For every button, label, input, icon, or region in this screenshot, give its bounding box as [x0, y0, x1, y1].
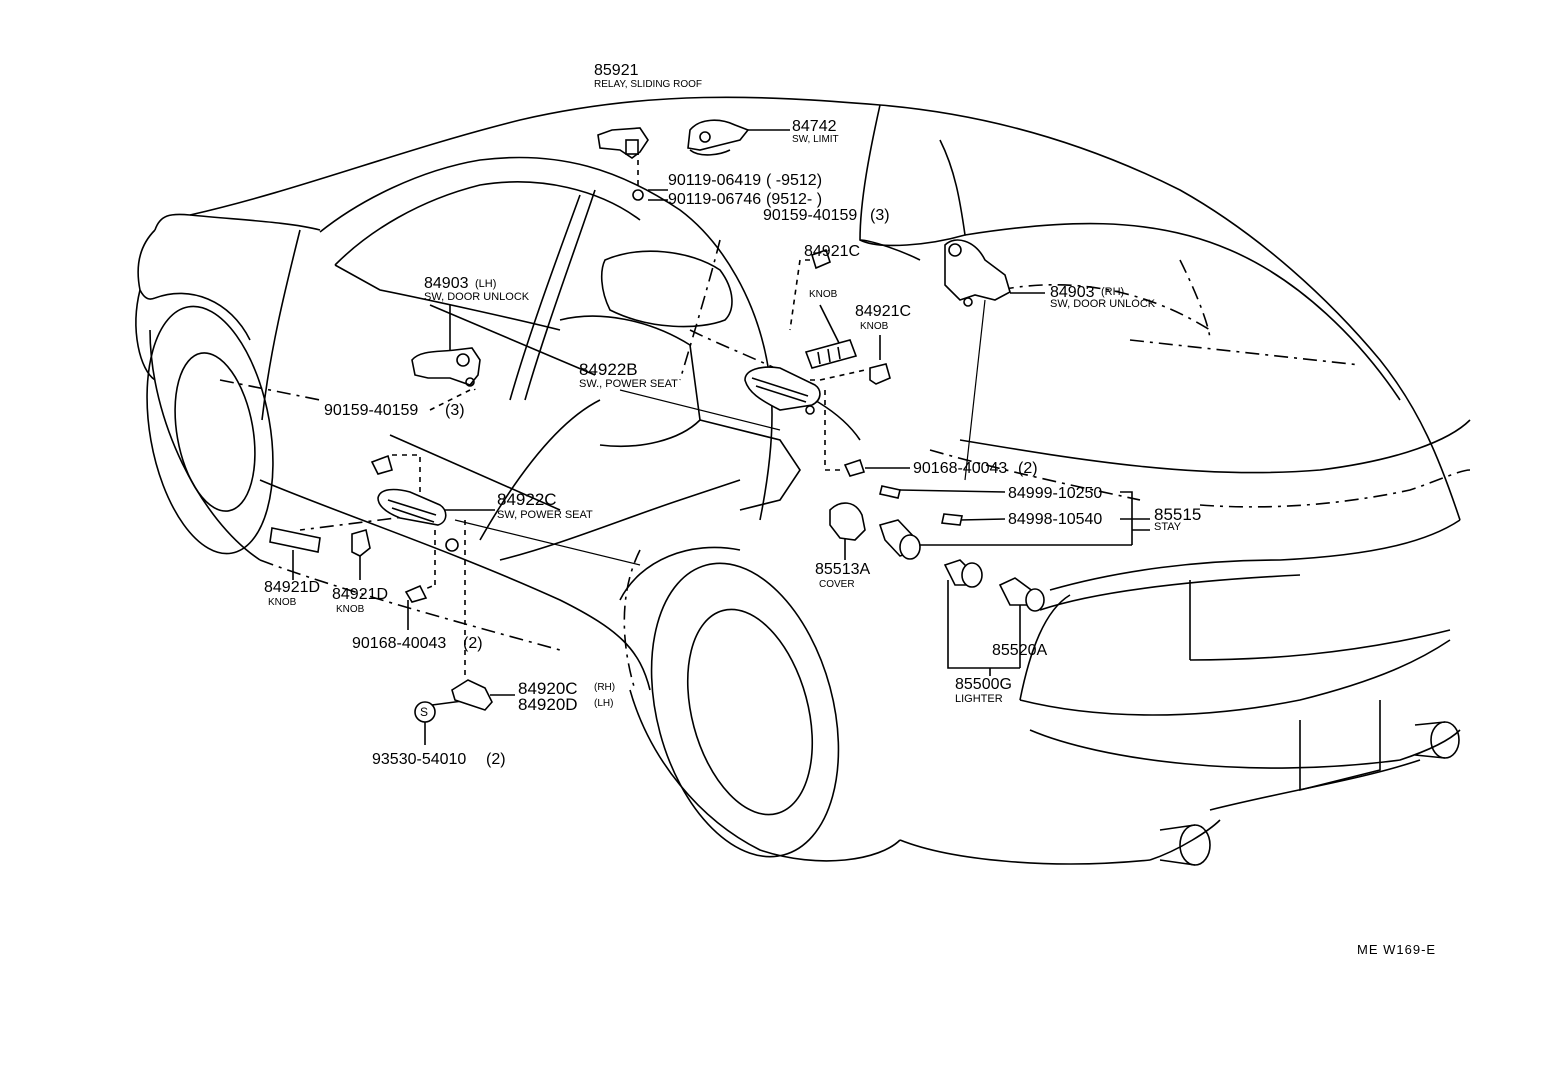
part-85500g-number: 85500G — [955, 676, 1012, 693]
part-84922c-number: 84922C — [497, 490, 557, 509]
part-90168-left-number: 90168-40043 — [352, 635, 447, 652]
part-84903-rh-side: (RH) — [1101, 286, 1125, 298]
part-90119b-range: (9512- ) — [766, 191, 823, 208]
lighter-85500g-drawing — [943, 559, 983, 588]
part-90159-top-number: 90159-40159 — [763, 207, 858, 224]
stay-84999-drawing — [879, 485, 901, 499]
part-84921d-right-number: 84921D — [332, 586, 389, 603]
part-90168-right-qty: (2) — [1018, 460, 1038, 477]
part-84921c-top-desc: KNOB — [809, 289, 838, 300]
part-84921c-right-desc: KNOB — [860, 321, 889, 332]
part-85500g-desc: LIGHTER — [955, 693, 1003, 705]
part-85921-desc: RELAY, SLIDING ROOF — [594, 79, 702, 90]
part-84903-rh-number: 84903 — [1050, 284, 1095, 301]
lighter-plug-85520a-drawing — [998, 577, 1045, 612]
part-84922b-desc: SW., POWER SEAT — [579, 378, 678, 390]
part-90119a-range: ( -9512) — [766, 172, 823, 189]
screw-90168-right-drawing — [843, 458, 866, 477]
stay-84998-drawing — [941, 513, 963, 526]
screw-90119-drawing — [632, 189, 644, 201]
bracket-84920-drawing — [451, 679, 493, 711]
part-84921d-left-number: 84921D — [264, 579, 321, 596]
s-mark-drawing — [414, 701, 436, 723]
part-90159-left-number: 90159-40159 — [324, 402, 419, 419]
part-85520a-number: 85520A — [992, 642, 1048, 659]
part-84921d-left-desc: KNOB — [268, 597, 297, 608]
part-84922b-number: 84922B — [579, 360, 638, 379]
part-84903-lh-desc: SW, DOOR UNLOCK — [424, 291, 530, 303]
screw-90159-left-drawing — [370, 454, 393, 475]
part-90168-left-qty: (2) — [463, 635, 483, 652]
part-84920c-side: (RH) — [594, 682, 616, 693]
part-90159-left-qty: (3) — [445, 402, 465, 419]
screw-90159-top-drawing — [811, 248, 831, 270]
door-unlock-switch-lh-drawing — [411, 347, 481, 387]
part-84742-desc: SW, LIMIT — [792, 134, 839, 145]
part-84921d-right-desc: KNOB — [336, 604, 365, 615]
limit-switch-84742-drawing — [687, 119, 750, 156]
knob-84921c-right-drawing — [869, 363, 891, 385]
part-84742-number: 84742 — [792, 118, 837, 135]
part-84921c-right-number: 84921C — [855, 303, 912, 320]
part-93530-number: 93530-54010 — [372, 751, 467, 768]
door-unlock-switch-rh-drawing — [944, 239, 1011, 307]
part-84922c-desc: SW, POWER SEAT — [497, 509, 593, 521]
part-85513a-desc: COVER — [819, 579, 855, 590]
knob-84921c-top-drawing — [804, 339, 858, 369]
lighter-socket-drawing — [878, 519, 921, 560]
part-84920d-number: 84920D — [518, 695, 578, 714]
part-85921-number: 85921 — [594, 62, 639, 79]
part-84903-lh-side: (LH) — [475, 278, 497, 290]
part-84999-number: 84999-10250 — [1008, 485, 1103, 502]
part-90119a-number: 90119-06419 — [668, 172, 762, 189]
relay-85921-drawing — [597, 127, 649, 159]
part-85513a-number: 85513A — [815, 561, 871, 578]
screw-90168-left-drawing — [404, 584, 428, 603]
s-mark-label: S — [420, 705, 429, 719]
cover-85513a-drawing — [829, 502, 866, 541]
part-85515-number: 85515 — [1154, 505, 1202, 524]
knob-84921d-left-drawing — [269, 527, 321, 553]
part-84920c-number: 84920C — [518, 679, 578, 698]
part-90159-top-qty: (3) — [870, 207, 890, 224]
power-seat-switch-84922c-drawing — [377, 488, 459, 552]
diagram-code: ME W169-E — [1357, 942, 1437, 957]
knob-84921d-right-drawing — [351, 528, 371, 557]
leader-lines — [219, 129, 1150, 745]
part-84998-number: 84998-10540 — [1008, 511, 1103, 528]
part-90168-right-number: 90168-40043 — [913, 460, 1008, 477]
part-84920d-side: (LH) — [594, 698, 614, 709]
part-93530-qty: (2) — [486, 751, 506, 768]
part-84903-rh-desc: SW, DOOR UNLOCK — [1050, 298, 1156, 310]
part-84921c-top-number: 84921C — [804, 243, 861, 260]
part-84903-lh-number: 84903 — [424, 275, 469, 292]
power-seat-switch-84922b-drawing — [744, 366, 821, 415]
part-85515-desc: STAY — [1154, 521, 1182, 533]
part-90119b-number: 90119-06746 — [668, 191, 762, 208]
